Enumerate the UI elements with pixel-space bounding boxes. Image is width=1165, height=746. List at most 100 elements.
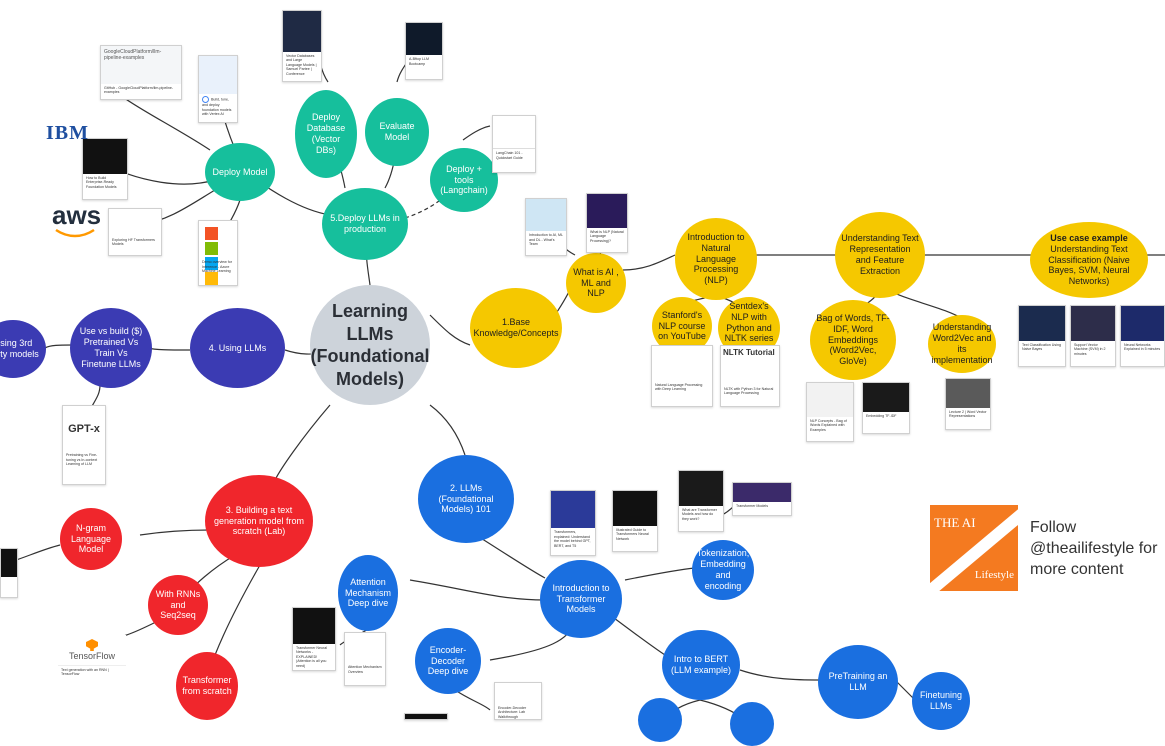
quickstart-card[interactable]: LangChain 101 - Quickstart Guide — [492, 115, 536, 173]
bow-label: Bag of Words, TF-IDF, Word Embeddings (W… — [816, 313, 890, 367]
edge-center-base — [429, 314, 471, 346]
llm-university-card[interactable]: Transformer Models — [732, 482, 792, 516]
w2v-node[interactable]: Understanding Word2Vec and its implement… — [928, 315, 996, 373]
w2v-label: Understanding Word2Vec and its implement… — [931, 322, 993, 365]
finetuning-node[interactable]: Finetuning LLMs — [912, 672, 970, 730]
build-tune-caption: Build, tune, and deploy foundation model… — [202, 97, 232, 117]
tensorflow-label: TensorFlow — [68, 651, 115, 661]
what-nlp-card[interactable]: What is NLP (Natural Language Processing… — [586, 193, 628, 253]
tfidf-card[interactable]: Embedding TF-IDF — [862, 382, 910, 434]
transformer-scratch-label: Transformer from scratch — [182, 675, 232, 696]
pretraining-node[interactable]: PreTraining an LLM — [818, 645, 898, 719]
evaluate-node[interactable]: Evaluate Model — [365, 98, 429, 166]
bow-card[interactable]: NLP Concepts - Bag of Words Explained wi… — [806, 382, 854, 442]
what-transformers-card[interactable]: What are Transformer Models and how do t… — [678, 470, 724, 532]
intro-transformer-node[interactable]: Introduction to Transformer Models — [540, 560, 622, 638]
ai-ml-nlp-node[interactable]: What is AI , ML and NLP — [566, 253, 626, 313]
edge-center-llm101 — [429, 404, 466, 456]
using-node[interactable]: 4. Using LLMs — [190, 308, 285, 388]
tc1-card[interactable]: Text Classification Using Naive Bayes — [1018, 305, 1066, 367]
tensorflow-card[interactable]: TensorFlow Text generation with an RNN |… — [58, 635, 126, 687]
enc-dec-card[interactable]: Encoder-Decoder Architecture: Lab Walkth… — [494, 682, 542, 720]
bow-node[interactable]: Bag of Words, TF-IDF, Word Embeddings (W… — [810, 300, 896, 380]
tensorflow-icon — [86, 639, 98, 651]
ibm-video-card[interactable]: How to Build Enterprise-Ready Foundation… — [82, 138, 128, 200]
text-repr-label: Understanding Text Representation and Fe… — [841, 233, 919, 276]
transformers-explained-card[interactable]: Transformers, explained: Understand the … — [550, 490, 596, 556]
build-tune-card[interactable]: Build, tune, and deploy foundation model… — [198, 55, 238, 123]
nltk-card-title: NLTK Tutorial — [721, 346, 779, 385]
ibm-logo: IBM — [46, 122, 89, 144]
use-build-node[interactable]: Use vs build ($) Pretrained Vs Train Vs … — [70, 308, 152, 388]
edge-using-usebuild — [147, 347, 191, 351]
edge-building-ngram — [139, 529, 211, 536]
follow-text: Follow @theailifestyle for more content — [1030, 519, 1158, 578]
deploy-model-node[interactable]: Deploy Model — [205, 143, 275, 201]
what-nlp-card-caption: What is NLP (Natural Language Processing… — [590, 229, 624, 243]
gcp-card-caption: GitHub - GoogleCloudPlatform/llm-pipelin… — [104, 86, 174, 95]
gptx-card-title: GPT-x — [63, 406, 105, 452]
tc3-card[interactable]: Neural Networks Explained in 5 minutes — [1120, 305, 1165, 367]
ai-ml-card[interactable]: Introduction to AI, ML and DL - What's T… — [525, 198, 567, 256]
illustrated-card[interactable]: Illustrated Guide to Transformers Neural… — [612, 490, 658, 552]
transformers-card-caption: Transformers, explained: Understand the … — [554, 530, 591, 548]
google-icon — [202, 96, 209, 104]
tc2-card[interactable]: Support Vector Machine (SVM) in 2 minute… — [1070, 305, 1116, 367]
ngram-node[interactable]: N-gram Language Model — [60, 508, 122, 570]
hf-card-caption: Exploring HF Transformers Models — [112, 237, 155, 247]
attention-card-1[interactable]: Transformer Neural Networks - EXPLAINED!… — [292, 607, 336, 671]
mlflow-card[interactable]: A-Bftop LLM Bootcamp — [405, 22, 443, 80]
illustrated-card-caption: Illustrated Guide to Transformers Neural… — [616, 527, 649, 541]
building-node[interactable]: 3. Building a text generation model from… — [205, 475, 313, 567]
vector-db-caption: Vector Databases and Large Language Mode… — [286, 53, 317, 76]
center-label: Learning LLMs (Foundational Models) — [310, 301, 430, 389]
gptx-card[interactable]: GPT-x Pretraining vs Fine-tuning vs In-c… — [62, 405, 106, 485]
bert-child-node-1[interactable] — [638, 698, 682, 742]
transformer-scratch-node[interactable]: Transformer from scratch — [176, 652, 238, 720]
text-repr-node[interactable]: Understanding Text Representation and Fe… — [835, 212, 925, 298]
tokenization-node[interactable]: Tokenization, Embedding and encoding — [692, 540, 754, 600]
intro-nlp-node[interactable]: Introduction to Natural Language Process… — [675, 218, 757, 300]
nltk-card[interactable]: NLTK Tutorial NLTK with Python 3 for Nat… — [720, 345, 780, 407]
stanford-card[interactable]: Natural Language Processing with Deep Le… — [651, 345, 713, 407]
center-node[interactable]: Learning LLMs (Foundational Models) — [310, 285, 430, 405]
llm101-label: 2. LLMs (Foundational Models) 101 — [438, 482, 494, 515]
attention-node[interactable]: Attention Mechanism Deep dive — [338, 555, 398, 631]
enc-dec-node[interactable]: Encoder-Decoder Deep dive — [415, 628, 481, 694]
attention-card-2-caption: Attention Mechanism Overview — [348, 665, 382, 674]
use-case-body: Understanding Text Classification (Naive… — [1048, 243, 1130, 287]
enc-dec-card-caption: Encoder-Decoder Architecture: Lab Walkth… — [498, 705, 527, 719]
deploy-db-label: Deploy Database (Vector DBs) — [306, 112, 346, 155]
stanford-label: Stanford's NLP course on YouTube — [658, 309, 706, 342]
enc-dec-label: Encoder-Decoder Deep dive — [427, 644, 469, 677]
azure-card[interactable]: Demo overview for Inference - Azure Mach… — [198, 220, 238, 286]
deploy-db-node[interactable]: Deploy Database (Vector DBs) — [295, 90, 357, 178]
intro-transformer-label: Introduction to Transformer Models — [552, 582, 610, 615]
w2v-card[interactable]: Lecture 2 | Word Vector Representations — [945, 378, 991, 430]
bert-node[interactable]: Intro to BERT (LLM example) — [662, 630, 740, 700]
mlflow-caption: A-Bftop LLM Bootcamp — [409, 57, 429, 66]
deploy-tools-label: Deploy + tools (Langchain) — [440, 163, 488, 196]
rnn-node[interactable]: With RNNs and Seq2seq — [148, 575, 208, 635]
microsoft-logo-icon — [199, 221, 237, 285]
tc2-card-caption: Support Vector Machine (SVM) in 2 minute… — [1074, 342, 1106, 356]
deploy-node[interactable]: 5.Deploy LLMs in production — [322, 188, 408, 260]
llm101-node[interactable]: 2. LLMs (Foundational Models) 101 — [418, 455, 514, 543]
base-node[interactable]: 1.Base Knowledge/Concepts — [470, 288, 562, 368]
attention-card-2[interactable]: Attention Mechanism Overview — [344, 632, 386, 686]
edge-usebuild-thirdparty — [44, 344, 73, 349]
ngram-card[interactable] — [0, 548, 18, 598]
edge-center-building — [274, 404, 331, 481]
azure-card-caption: Demo overview for Inference - Azure Mach… — [202, 260, 232, 274]
use-build-label: Use vs build ($) Pretrained Vs Train Vs … — [79, 326, 143, 369]
gcp-card[interactable]: GoogleCloudPlatform/llm-pipeline-example… — [100, 45, 182, 100]
deploy-tools-node[interactable]: Deploy + tools (Langchain) — [430, 148, 498, 212]
use-case-title: Use case example — [1050, 233, 1128, 243]
transformer-scratch-card[interactable] — [404, 713, 448, 720]
hf-card[interactable]: Exploring HF Transformers Models — [108, 208, 162, 256]
bert-child-node-2[interactable] — [730, 702, 774, 746]
vector-db-card[interactable]: Vector Databases and Large Language Mode… — [282, 10, 322, 82]
edge-aiml-intronlp — [622, 254, 676, 271]
deploy-label: 5.Deploy LLMs in production — [330, 213, 400, 234]
